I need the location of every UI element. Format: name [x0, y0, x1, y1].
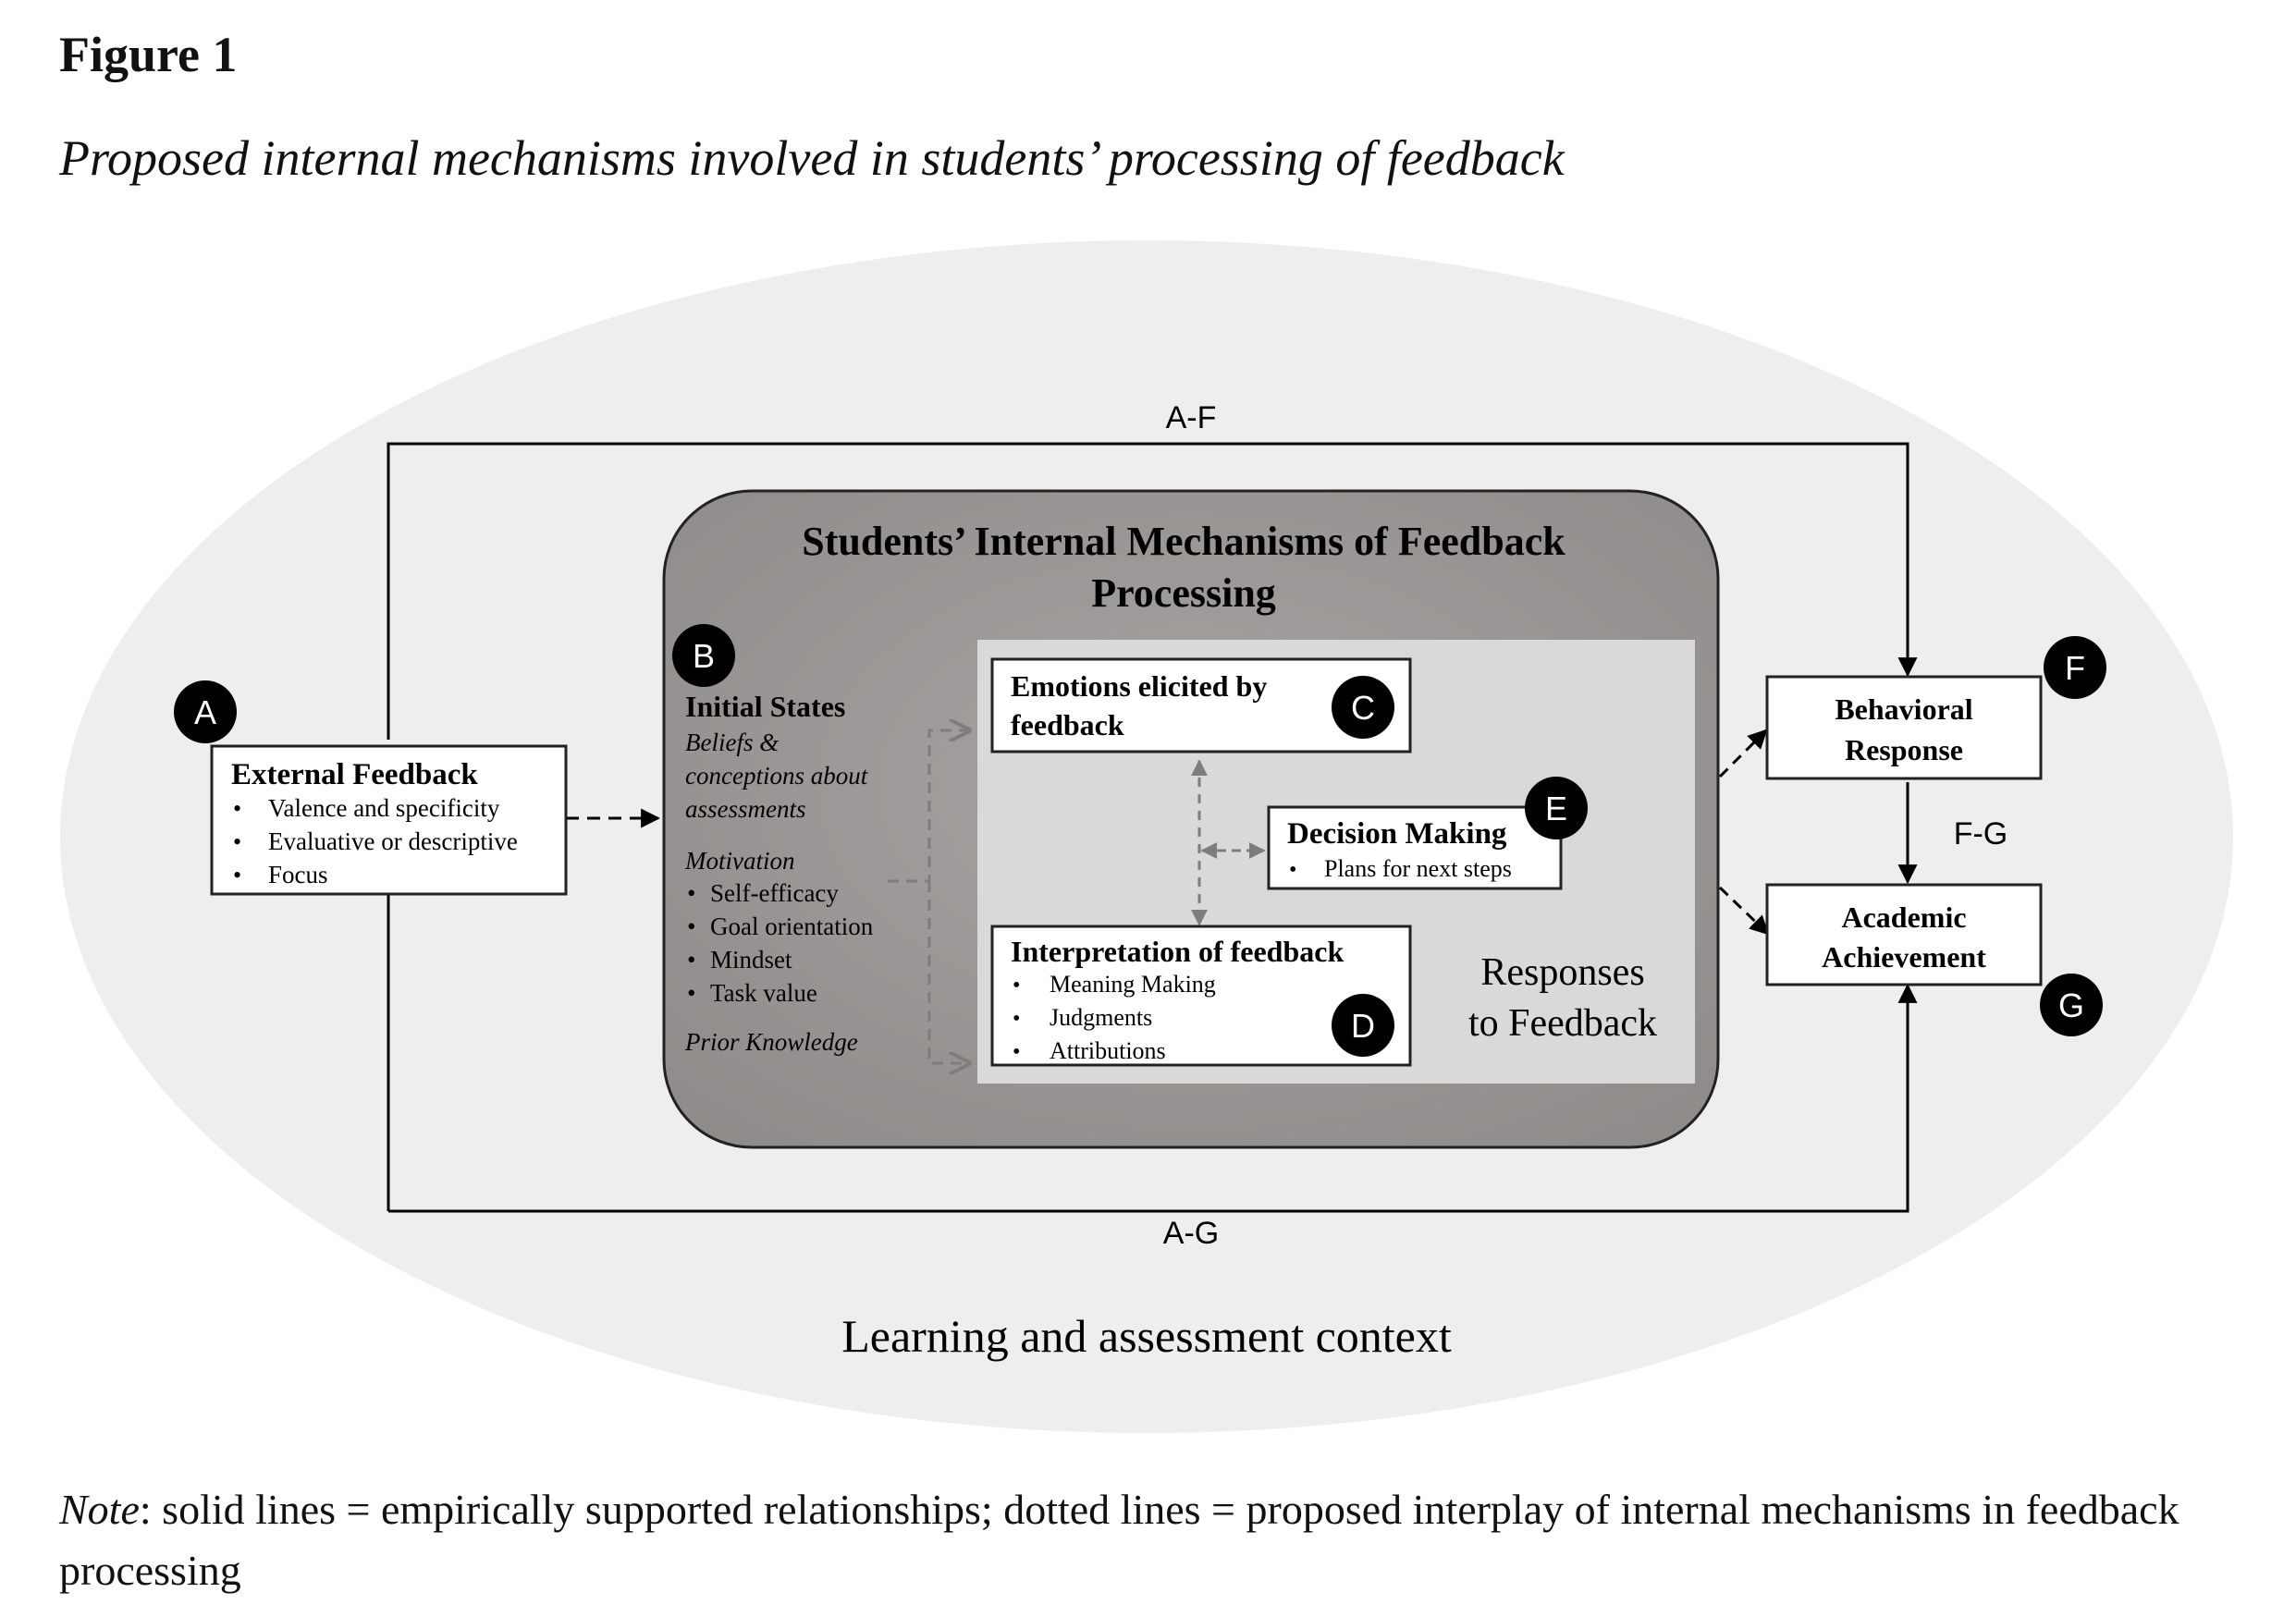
figure-label: Figure 1: [59, 27, 238, 82]
behavioral-response-box: [1765, 675, 2043, 780]
decision-making-title: Decision Making: [1287, 817, 1507, 851]
bullet: •: [687, 913, 695, 940]
external-feedback-item-focus: Focus: [268, 861, 328, 888]
bullet: •: [687, 946, 695, 974]
badge-b-label: B: [693, 637, 715, 675]
figure-note: Note: solid lines = empirically supporte…: [59, 1479, 2241, 1601]
interpretation-item-meaning: Meaning Making: [1050, 971, 1216, 998]
note-text: : solid lines = empirically supported re…: [59, 1486, 2179, 1594]
motivation-item-mindset: Mindset: [710, 946, 792, 974]
beliefs-label: Beliefs &: [685, 729, 779, 756]
figure-title: Proposed internal mechanisms involved in…: [59, 130, 1565, 186]
bullet: •: [233, 862, 241, 888]
external-feedback-box: [210, 744, 568, 896]
bullet: •: [687, 879, 695, 907]
interpretation-item-judgments: Judgments: [1050, 1004, 1152, 1031]
path-label-fg: F-G: [1954, 816, 2008, 851]
motivation-label: Motivation: [684, 847, 794, 875]
beliefs-label-line2: conceptions about: [685, 762, 869, 790]
initial-to-interpretation-path: [927, 881, 969, 1063]
path-label-af: A-F: [1166, 400, 1217, 435]
decision-item-plans: Plans for next steps: [1324, 855, 1512, 882]
prior-knowledge-label: Prior Knowledge: [684, 1028, 858, 1056]
motivation-item-goal-orientation: Goal orientation: [710, 913, 874, 940]
external-feedback-item-evaluative: Evaluative or descriptive: [268, 827, 518, 855]
decision-making-box: [1267, 805, 1563, 890]
responses-label-line2: to Feedback: [1468, 1002, 1657, 1045]
behavioral-response-title-line2: Response: [1845, 733, 1963, 766]
external-feedback-title: External Feedback: [231, 758, 478, 791]
badge-e-label: E: [1545, 790, 1567, 827]
badge-a: A: [174, 680, 237, 743]
bullet: •: [1013, 974, 1020, 998]
badge-d: D: [1332, 994, 1394, 1057]
academic-achievement-title-line2: Achievement: [1822, 940, 1986, 974]
internal-to-behavioral-link: [1718, 729, 1768, 778]
badge-g: G: [2040, 974, 2103, 1036]
internal-mechanisms-title: Students’ Internal Mechanisms of Feedbac…: [802, 519, 1565, 564]
badge-f: F: [2044, 636, 2106, 699]
interpretation-item-attributions: Attributions: [1050, 1037, 1166, 1064]
internal-to-academic-link: [1718, 886, 1770, 936]
academic-achievement-title: Academic: [1841, 900, 1966, 934]
badge-g-label: G: [2058, 986, 2084, 1024]
path-a-g: [388, 983, 1918, 1213]
bullet: •: [233, 795, 241, 822]
path-a-f: [387, 442, 1918, 740]
academic-achievement-box: [1765, 883, 2043, 986]
bullet: •: [687, 979, 695, 1007]
note-prefix: Note: [59, 1486, 140, 1533]
bullet: •: [1289, 858, 1296, 882]
responses-label: Responses: [1480, 951, 1644, 994]
badge-a-label: A: [194, 693, 216, 731]
initial-states-title: Initial States: [685, 690, 845, 723]
badge-c-label: C: [1351, 689, 1375, 727]
bullet: •: [1013, 1007, 1020, 1031]
badge-e: E: [1525, 777, 1588, 839]
external-feedback-item-valence: Valence and specificity: [268, 794, 500, 822]
beliefs-label-line3: assessments: [685, 795, 806, 823]
path-label-ag: A-G: [1163, 1216, 1219, 1251]
interpretation-title: Interpretation of feedback: [1011, 935, 1344, 968]
badge-b: B: [672, 624, 735, 687]
emotions-title: Emotions elicited by: [1011, 669, 1267, 703]
learning-context-label: Learning and assessment context: [841, 1310, 1452, 1362]
motivation-item-self-efficacy: Self-efficacy: [710, 879, 839, 907]
emotions-title-line2: feedback: [1011, 708, 1124, 741]
initial-to-emotions-path: [888, 730, 969, 883]
behavioral-response-title: Behavioral: [1835, 692, 1972, 726]
badge-d-label: D: [1351, 1007, 1375, 1045]
badge-f-label: F: [2065, 649, 2085, 687]
badge-c: C: [1332, 676, 1394, 739]
bullet: •: [1013, 1040, 1020, 1064]
motivation-item-task-value: Task value: [710, 979, 817, 1007]
bullet: •: [233, 828, 241, 855]
internal-mechanisms-title-line2: Processing: [1091, 570, 1276, 616]
